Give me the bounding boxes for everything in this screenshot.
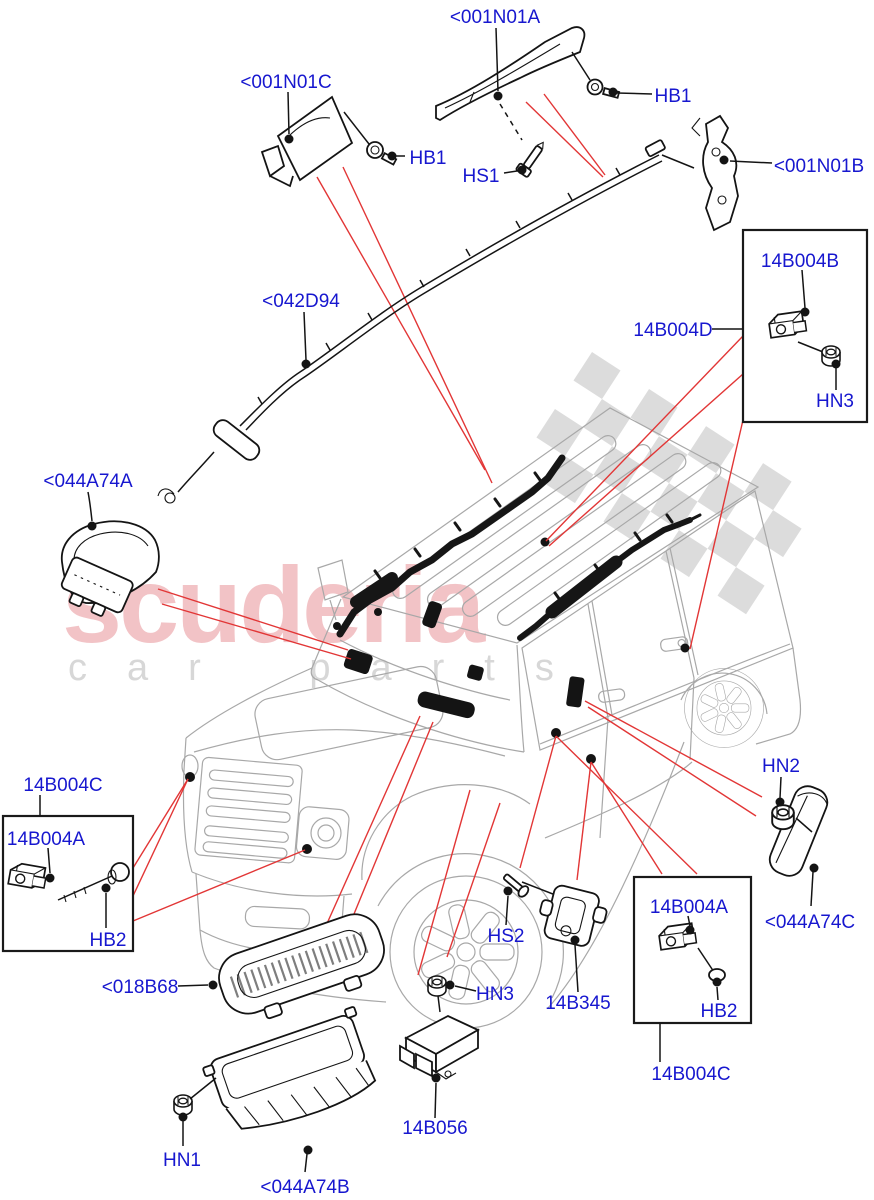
vehicle-outline <box>181 407 802 1029</box>
screw-hs1-icon <box>503 141 544 178</box>
part-label-hb1-top[interactable]: HB1 <box>655 86 692 107</box>
bolt-hb1-left-icon <box>366 141 405 166</box>
part-label-hn3-module[interactable]: HN3 <box>476 984 514 1005</box>
part-bracket-001n01b <box>691 114 773 232</box>
installed-curtain-airbags <box>185 454 702 854</box>
part-driver-airbag-044a74a <box>60 491 160 617</box>
part-label-14b345[interactable]: 14B345 <box>545 993 611 1014</box>
part-label-001n01a[interactable]: <001N01A <box>450 7 541 28</box>
part-labels: <001N01A <001N01C HB1 HB1 HS1 <001N01B <… <box>7 7 864 1198</box>
part-label-hb2-right[interactable]: HB2 <box>701 1001 738 1022</box>
part-label-14b004a-right[interactable]: 14B004A <box>650 897 729 918</box>
part-curtain-airbag-042d94 <box>157 139 695 504</box>
part-label-042d94[interactable]: <042D94 <box>262 291 340 312</box>
part-label-hn3-box[interactable]: HN3 <box>816 391 854 412</box>
checkered-flag-watermark <box>536 352 802 615</box>
part-passenger-airbag-044a74b <box>173 1006 377 1173</box>
part-seat-airbag-044a74c <box>768 776 829 907</box>
part-label-001n01b[interactable]: <001N01B <box>774 156 864 177</box>
part-label-001n01c[interactable]: <001N01C <box>240 72 331 93</box>
part-label-018b68[interactable]: <018B68 <box>102 977 179 998</box>
bolt-hb1-top-icon <box>586 78 653 99</box>
part-side-sensor-14b345 <box>502 873 608 993</box>
part-label-hn1[interactable]: HN1 <box>163 1150 201 1171</box>
part-trim-001n01c <box>260 91 370 188</box>
part-label-14b004b[interactable]: 14B004B <box>761 251 839 272</box>
side-impact-sensor-group-right <box>712 269 841 390</box>
part-label-hn2[interactable]: HN2 <box>762 756 800 777</box>
sensor-group-box-bottom-right <box>632 875 753 1025</box>
side-impact-sensor-group-bottom-right <box>657 915 726 1062</box>
part-trim-001n01a <box>435 26 591 141</box>
front-impact-sensor-group-left <box>7 795 130 928</box>
part-label-hs2[interactable]: HS2 <box>488 926 525 947</box>
part-label-044a74a[interactable]: <044A74A <box>43 471 133 492</box>
part-label-044a74c[interactable]: <044A74C <box>765 912 855 933</box>
part-label-hb1-left[interactable]: HB1 <box>410 148 447 169</box>
part-label-14b004d[interactable]: 14B004D <box>633 320 712 341</box>
part-srs-module-14b056 <box>399 975 480 1119</box>
part-label-14b004c-right[interactable]: 14B004C <box>651 1064 730 1085</box>
part-label-14b056[interactable]: 14B056 <box>402 1118 468 1139</box>
part-label-14b004c-left[interactable]: 14B004C <box>23 775 102 796</box>
red-leader-lines <box>132 93 763 976</box>
part-label-hb2-left[interactable]: HB2 <box>90 930 127 951</box>
part-label-hs1[interactable]: HS1 <box>463 166 500 187</box>
part-label-044a74b[interactable]: <044A74B <box>260 1177 349 1198</box>
part-label-14b004a-left[interactable]: 14B004A <box>7 829 86 850</box>
